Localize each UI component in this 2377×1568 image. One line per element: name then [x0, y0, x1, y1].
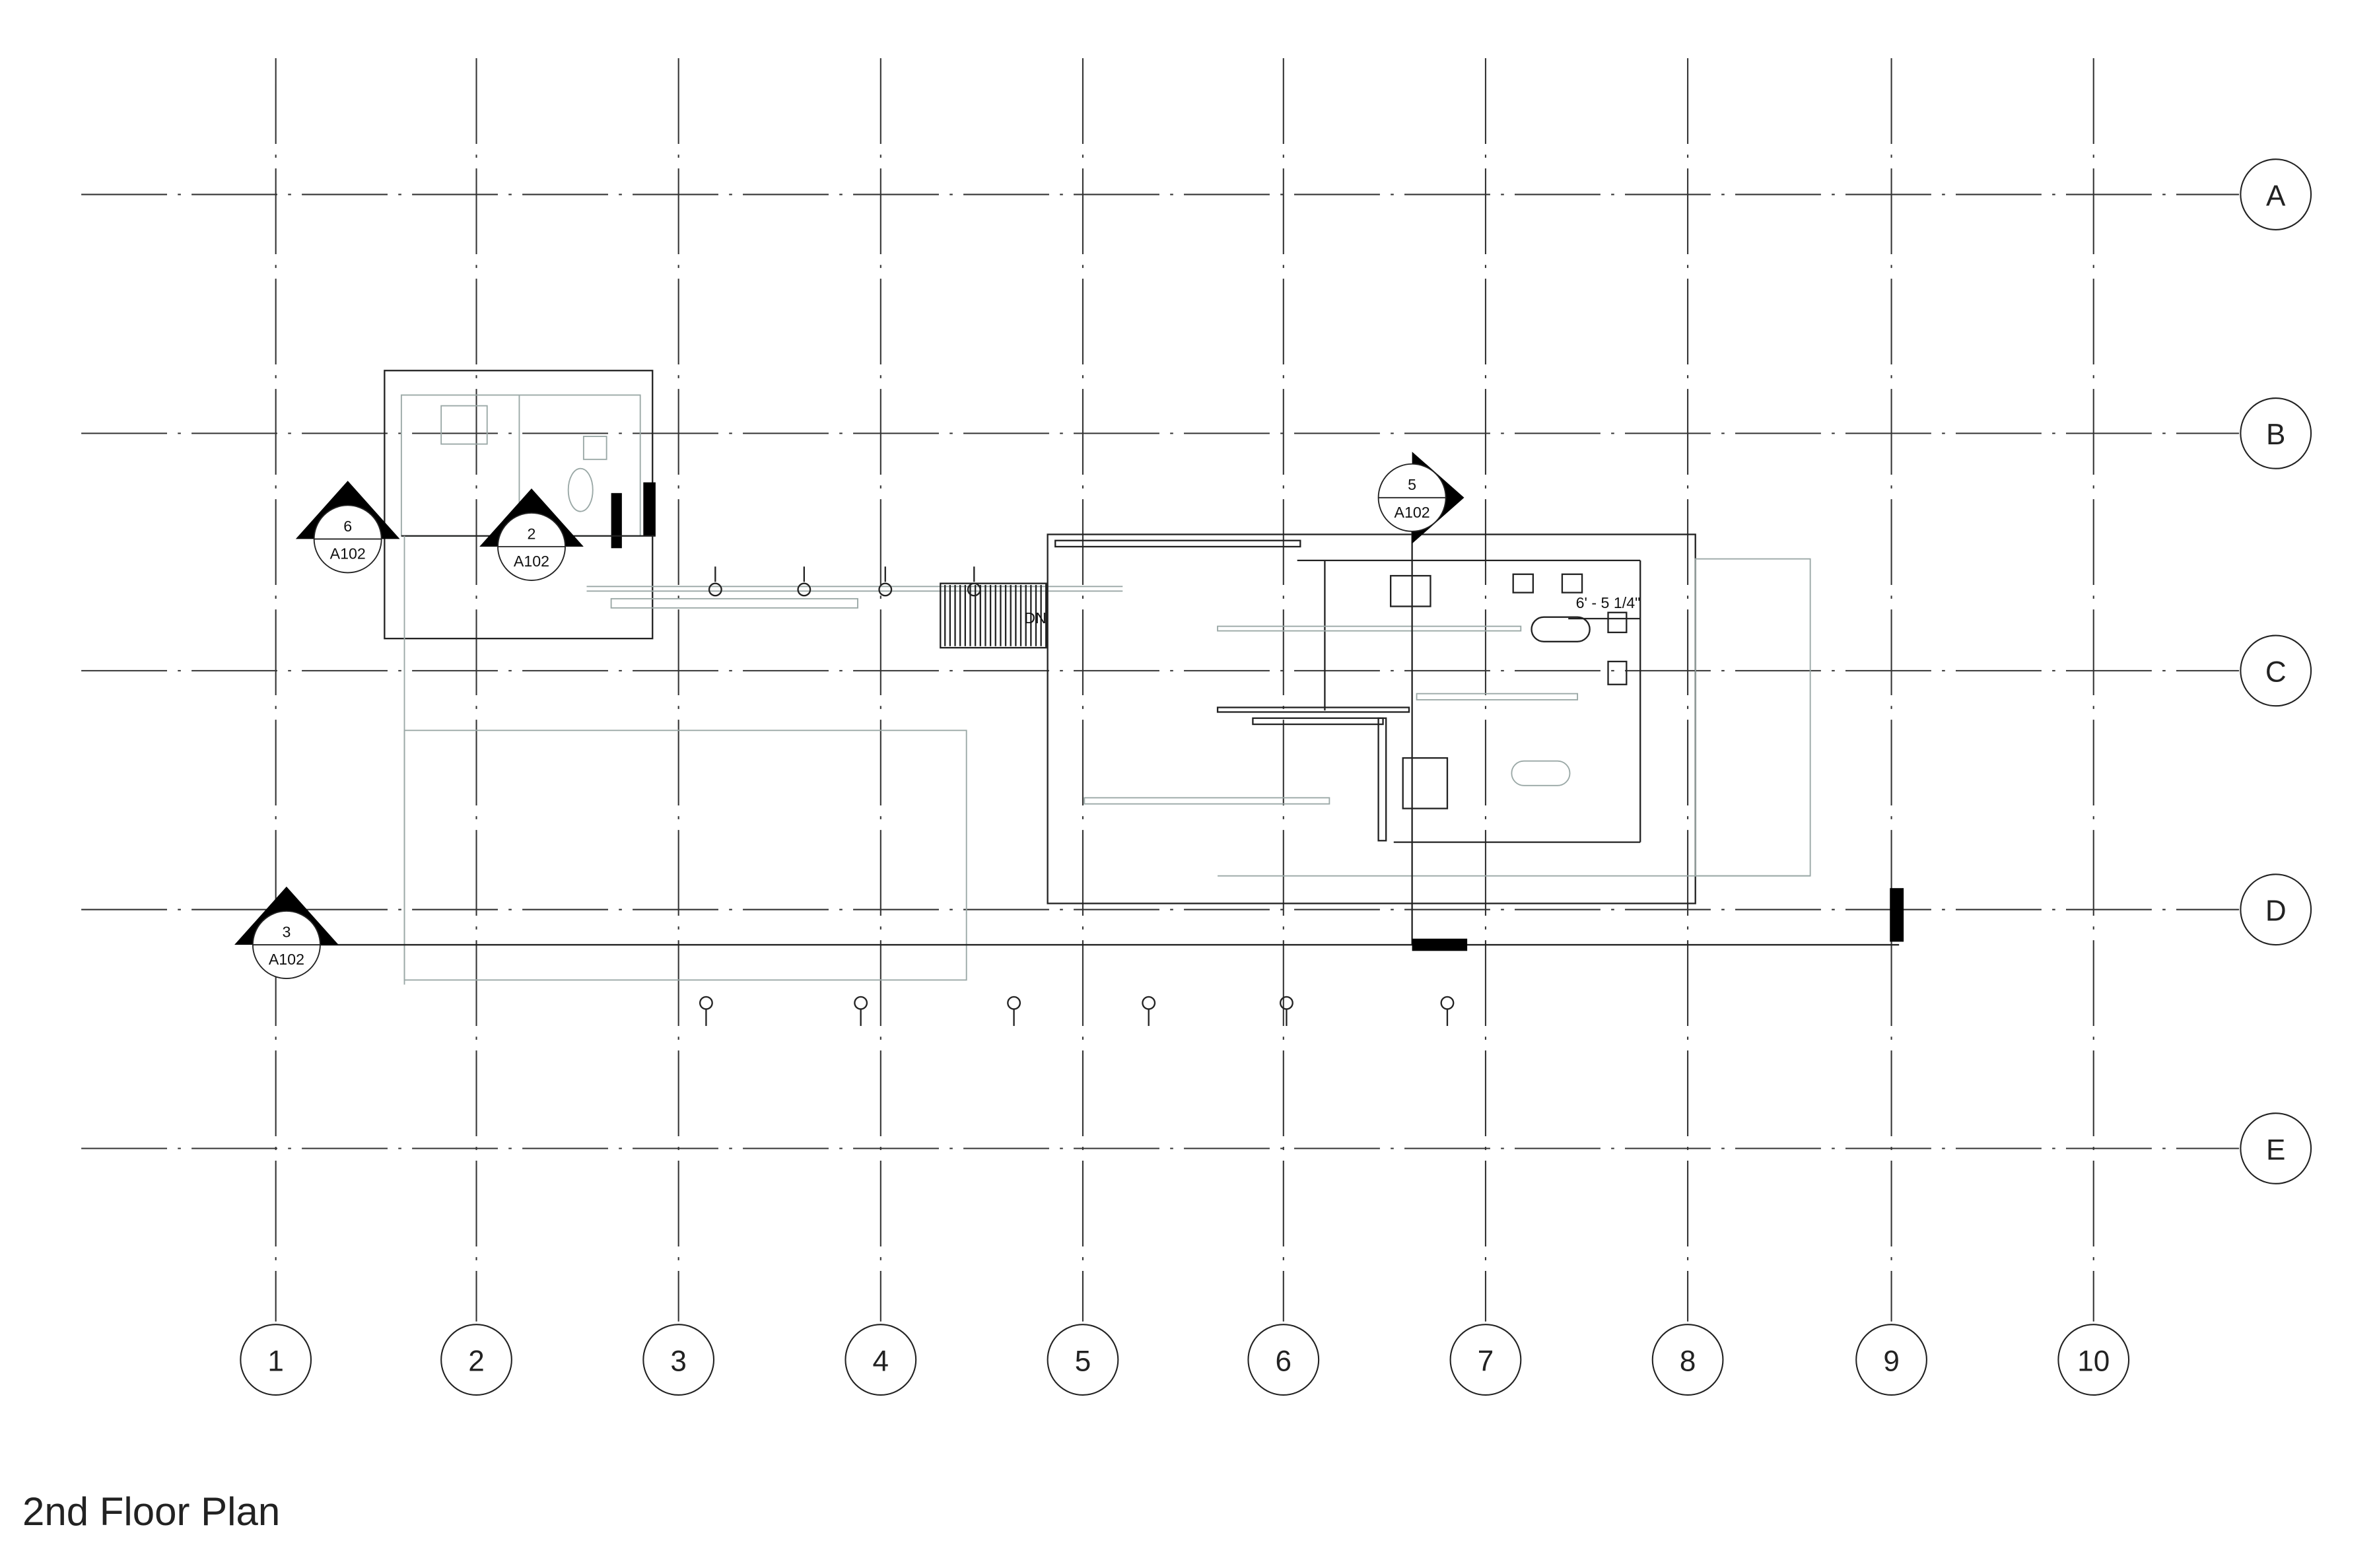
column-symbol — [699, 996, 713, 1010]
grid-label-col: 10 — [2077, 1345, 2110, 1377]
grid-label-col: 8 — [1680, 1345, 1696, 1377]
section-number: 2 — [528, 525, 536, 542]
grid-bubble-col — [2057, 1324, 2130, 1396]
section-end-mark — [1412, 938, 1468, 951]
grid-label-col: 4 — [873, 1345, 889, 1377]
grid-bubble-col — [440, 1324, 512, 1396]
left-pavilion — [384, 370, 967, 985]
stair-dn-label: DN — [1024, 609, 1047, 627]
grid-bubble-row — [2240, 1112, 2312, 1184]
grid-bubble-col — [642, 1324, 715, 1396]
grid-label-col: 5 — [1075, 1345, 1091, 1377]
grid-label-col: 6 — [1276, 1345, 1292, 1377]
grid-label-row: D — [2265, 895, 2287, 928]
grid-label-col: 7 — [1478, 1345, 1494, 1377]
grid-label-row: B — [2266, 419, 2285, 451]
grid-label-col: 9 — [1883, 1345, 1900, 1377]
grid-bubble-col — [1651, 1324, 1724, 1396]
section-number: 5 — [1408, 476, 1416, 493]
column-symbol — [878, 582, 893, 597]
walkway: DN — [586, 566, 1455, 1026]
column-symbol — [1440, 996, 1455, 1010]
grid-bubble-col — [240, 1324, 312, 1396]
column-symbol — [967, 582, 981, 597]
section-sheet: A102 — [514, 553, 549, 570]
section-number: 6 — [343, 518, 352, 535]
grid-bubble-row — [2240, 158, 2312, 230]
grid-label-row: C — [2265, 656, 2287, 689]
column-symbol — [1280, 996, 1293, 1010]
grid-lines: 1 2 3 4 5 6 7 8 9 10 A B C D E — [81, 58, 2312, 1396]
column-symbol — [708, 582, 722, 597]
grid-label-row: A — [2266, 180, 2286, 212]
grid-bubble-row — [2240, 873, 2312, 946]
drawing-title: 2nd Floor Plan — [22, 1489, 281, 1534]
section-end-mark — [1890, 888, 1904, 942]
grid-label-col: 2 — [468, 1345, 485, 1377]
column-symbol — [797, 582, 811, 597]
column-symbol — [1142, 996, 1156, 1010]
grid-bubble-col — [1449, 1324, 1522, 1396]
grid-bubble-col — [1855, 1324, 1927, 1396]
grid-bubble-col — [1247, 1324, 1320, 1396]
grid-bubble-col — [1047, 1324, 1119, 1396]
main-pavilion: 6' - 5 1/4" — [1047, 497, 1811, 945]
grid-bubble-col — [844, 1324, 917, 1396]
section-sheet: A102 — [1395, 504, 1430, 521]
grid-bubble-row — [2240, 397, 2312, 469]
dimension-label: 6' - 5 1/4" — [1576, 594, 1641, 611]
section-number: 3 — [282, 923, 291, 940]
grid-label-col: 1 — [267, 1345, 284, 1377]
grid-bubble-row — [2240, 634, 2312, 707]
column-symbol — [1007, 996, 1021, 1010]
grid-label-row: E — [2266, 1134, 2285, 1166]
section-sheet: A102 — [269, 951, 304, 968]
grid-label-col: 3 — [670, 1345, 687, 1377]
section-sheet: A102 — [330, 545, 366, 562]
column-symbol — [854, 996, 868, 1010]
